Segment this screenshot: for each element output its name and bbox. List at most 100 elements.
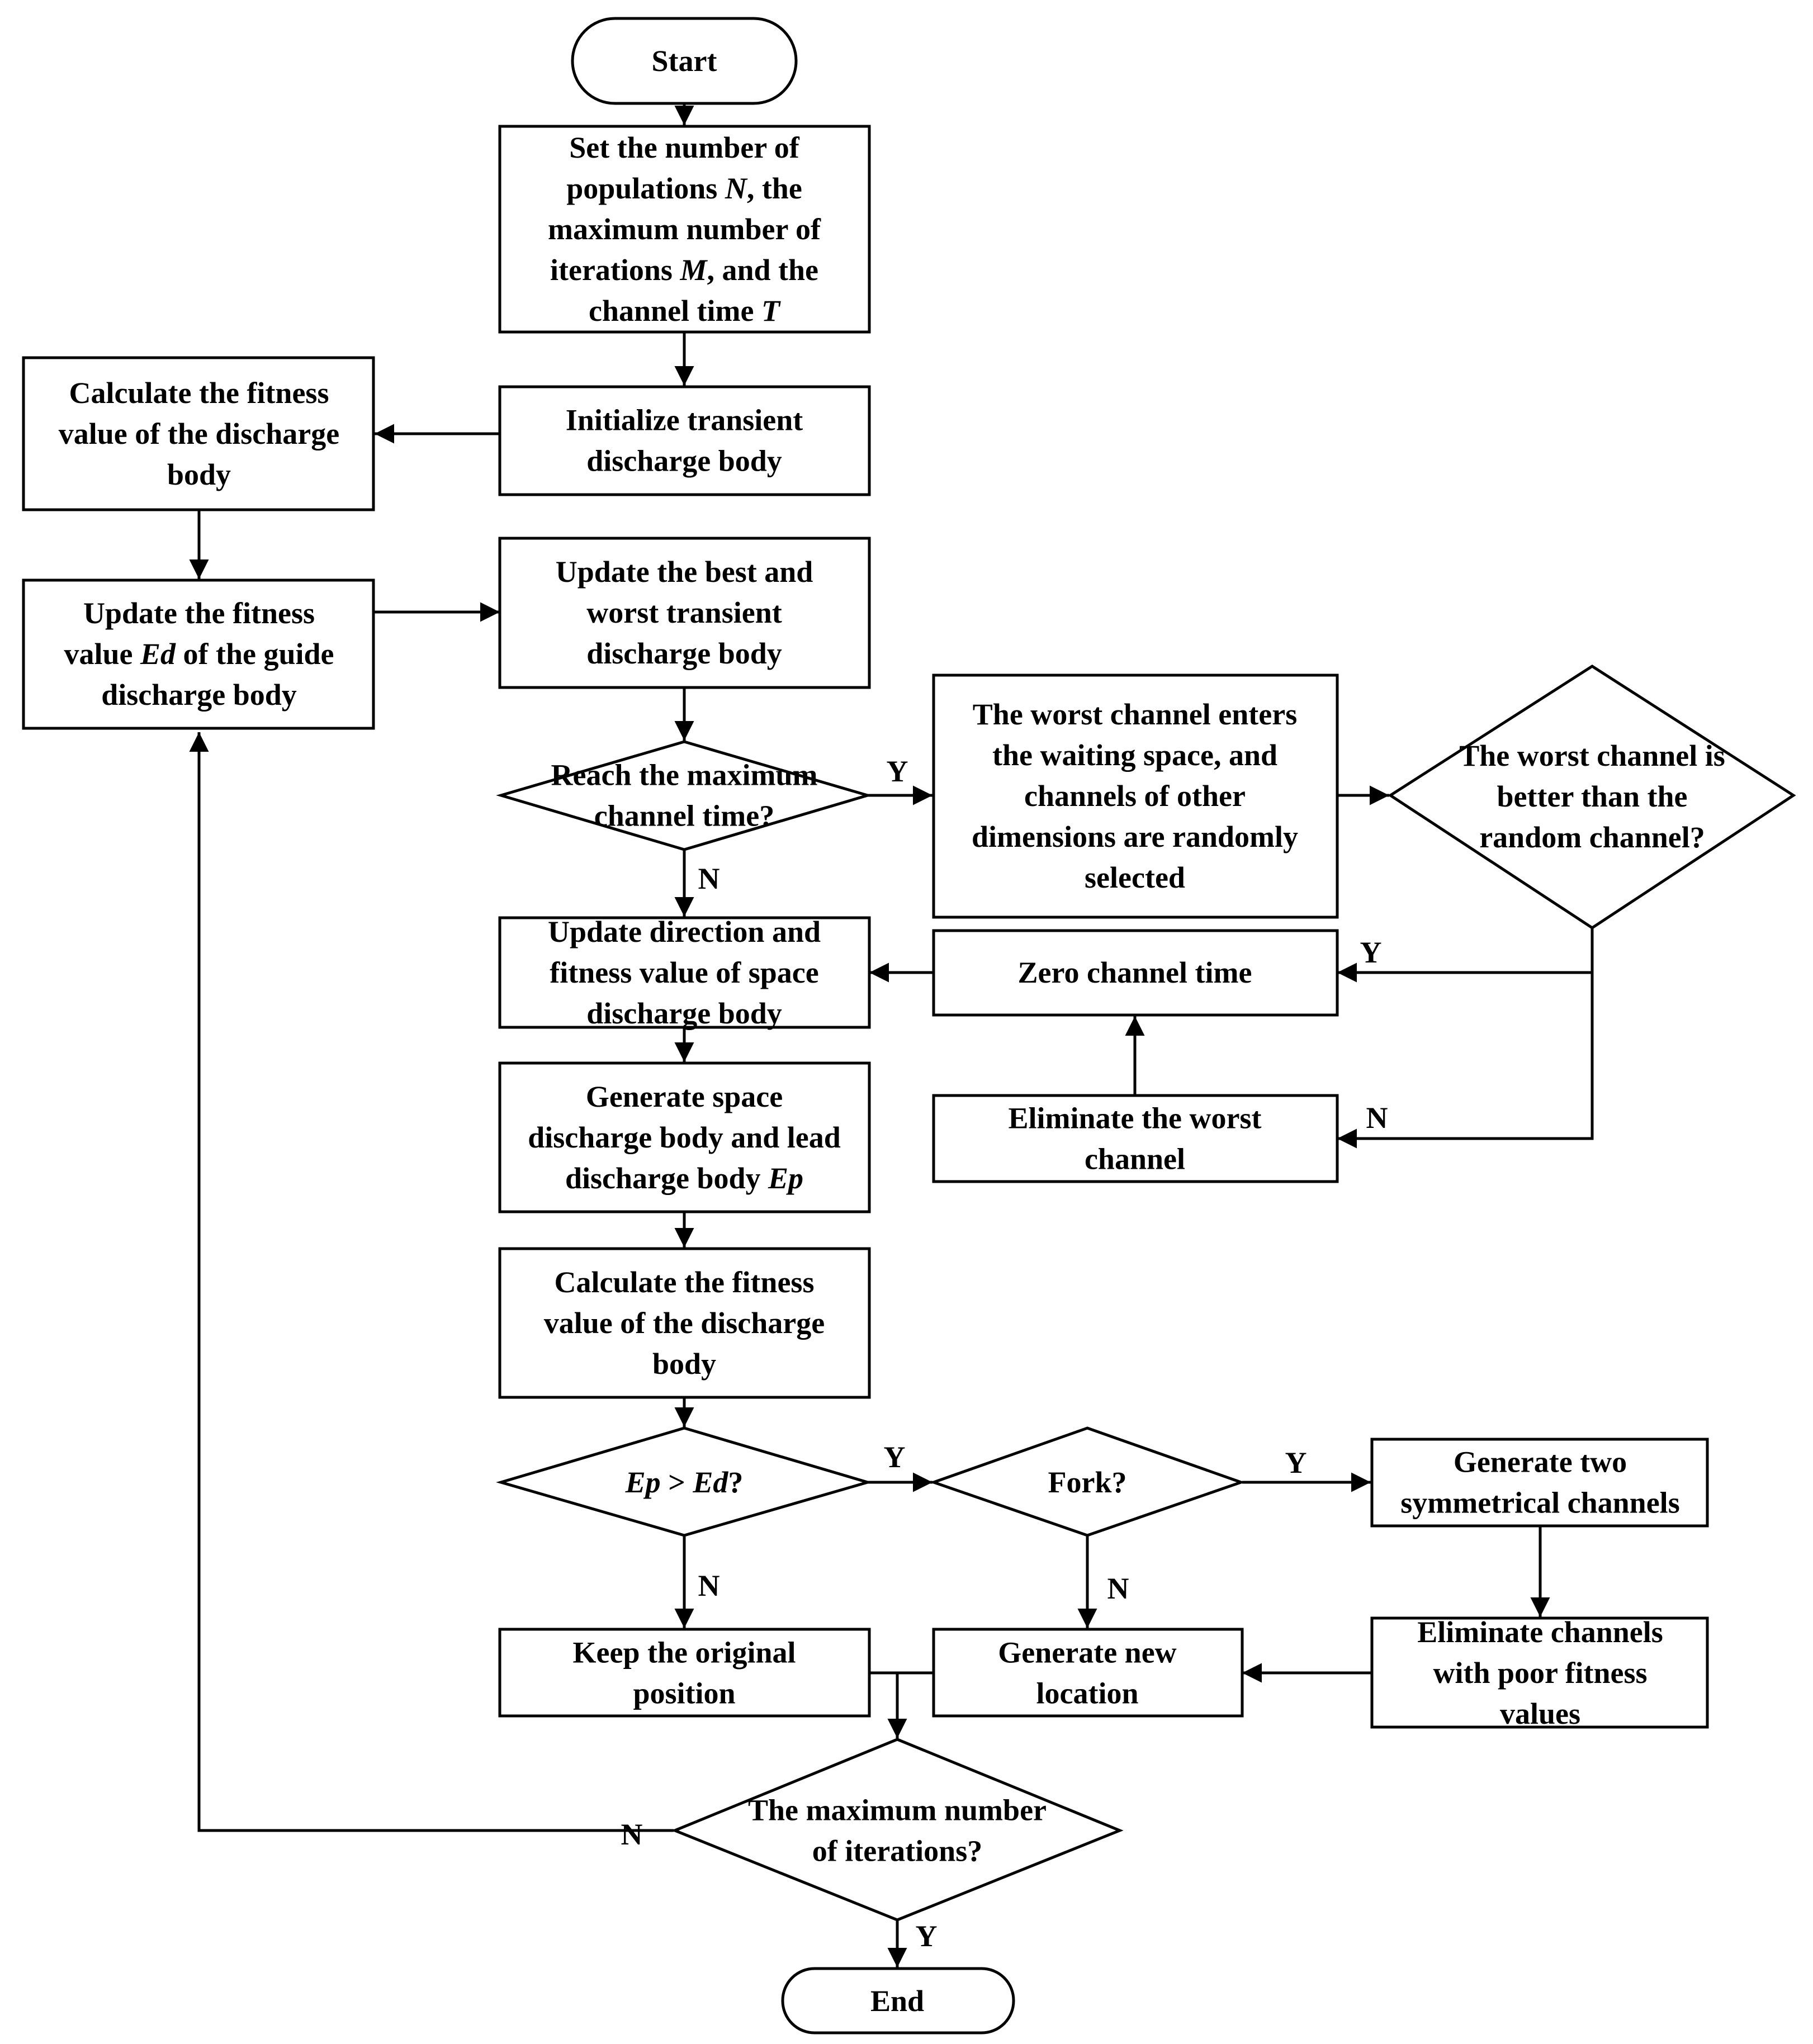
node-text-line: Ep > Ed? (625, 1466, 744, 1499)
iter-no-label: N (621, 1818, 643, 1851)
node-text-line: The maximum number (748, 1794, 1047, 1827)
reach-max-time-decision (496, 740, 873, 851)
node-text-line: value Ed of the guide (64, 637, 334, 671)
update-direction-label: Update direction and fitness value of spa… (548, 915, 821, 1030)
eliminate-poor-box (1370, 1616, 1709, 1729)
node-text-line: iterations M, and the (550, 253, 818, 287)
arrow-worst-better-no-to-eliminate-worst (1337, 973, 1594, 1149)
start-terminal (571, 17, 798, 105)
generate-space-label: Generate space discharge body and lead dis… (528, 1080, 841, 1195)
node-text-line: discharge body Ep (565, 1161, 803, 1195)
ep-no-label: N (698, 1569, 720, 1602)
fork-label: Fork? (1048, 1466, 1127, 1499)
better-no-label: N (1366, 1101, 1388, 1135)
node-labels: Start Set the number of populations N, th… (59, 44, 1725, 2018)
node-text-line: Set the number of (569, 131, 800, 164)
node-text-line: Update the fitness (83, 596, 315, 630)
node-text-line: discharge body (586, 637, 782, 670)
calc-fitness-center-box (498, 1247, 871, 1399)
node-text-line: populations N, the (566, 172, 802, 205)
calc-fitness-center-label: Calculate the fitness value of the discha… (544, 1265, 825, 1381)
node-text-line: Reach the maximum (551, 758, 818, 792)
fork-decision (929, 1426, 1246, 1537)
node-text-line: position (633, 1677, 735, 1710)
generate-location-label: Generate new location (998, 1636, 1176, 1710)
node-text-line: fitness value of space (550, 956, 818, 989)
node-text-line: values (1500, 1697, 1580, 1730)
node-text-line: channels of other (1024, 779, 1246, 813)
node-text-line: Generate two (1454, 1445, 1627, 1479)
node-text-line: Update direction and (548, 915, 821, 949)
reach-yes-label: Y (887, 755, 908, 788)
node-text-line: Keep the original (573, 1636, 796, 1670)
worst-better-decision (1388, 665, 1796, 929)
calc-fitness-left-box (22, 356, 375, 511)
node-text-line: Generate space (586, 1080, 783, 1113)
generate-symmetric-label: Generate two symmetrical channels (1400, 1445, 1679, 1520)
better-yes-label: Y (1360, 936, 1382, 969)
node-text-line: Start (652, 44, 717, 78)
node-text-line: Calculate the fitness (69, 376, 329, 410)
node-text-line: End (870, 1984, 924, 2018)
init-transient-label: Initialize transient discharge body (566, 404, 803, 478)
eliminate-worst-box (932, 1094, 1339, 1183)
eliminate-worst-label: Eliminate the worst channel (1009, 1102, 1262, 1176)
end-terminal (781, 1967, 1015, 2034)
generate-location-box (932, 1628, 1244, 1718)
set-params-box (498, 125, 871, 334)
node-text-line: with poor fitness (1433, 1656, 1647, 1690)
node-text-line: discharge body (586, 444, 782, 478)
node-text-line: The worst channel enters (973, 698, 1297, 731)
node-text-line: better than the (1497, 780, 1688, 813)
node-text-line: discharge body (101, 678, 297, 712)
node-text-line: Generate new (998, 1636, 1176, 1670)
generate-symmetric-box (1370, 1438, 1709, 1528)
iter-yes-label: Y (916, 1919, 938, 1953)
node-text-line: random channel? (1479, 821, 1705, 854)
fork-yes-label: Y (1285, 1446, 1307, 1479)
init-transient-box (498, 385, 871, 496)
keep-position-box (498, 1628, 871, 1718)
set-params-label: Set the number of populations N, the maxim… (548, 131, 821, 328)
node-text-line: channel time T (589, 294, 781, 328)
node-text-line: Eliminate channels (1417, 1615, 1663, 1649)
node-text-line: discharge body and lead (528, 1121, 841, 1154)
node-text-line: body (167, 458, 231, 491)
node-text-line: Fork? (1048, 1466, 1127, 1499)
end-label: End (870, 1984, 924, 2018)
update-direction-box (498, 916, 871, 1029)
eliminate-poor-label: Eliminate channels with poor fitness value… (1417, 1615, 1663, 1730)
node-text-line: maximum number of (548, 212, 821, 246)
node-text-line: location (1036, 1677, 1139, 1710)
node-text-line: The worst channel is (1459, 739, 1725, 772)
fork-no-label: N (1107, 1572, 1129, 1605)
node-text-line: Calculate the fitness (555, 1265, 815, 1299)
reach-no-label: N (698, 862, 720, 895)
node-text-line: Zero channel time (1018, 956, 1252, 989)
node-text-line: body (652, 1347, 716, 1381)
max-iterations-decision (671, 1738, 1124, 1922)
zero-time-label: Zero channel time (1018, 956, 1252, 989)
node-text-line: dimensions are randomly (972, 820, 1298, 853)
branch-labels: Y N Y N Y N Y N N Y (621, 755, 1388, 1953)
node-text-line: Initialize transient (566, 404, 803, 437)
node-text-line: the waiting space, and (992, 738, 1277, 772)
update-best-worst-box (498, 537, 871, 689)
node-text-line: channel (1085, 1142, 1185, 1176)
worst-better-label: The worst channel is better than the rando… (1459, 739, 1725, 854)
node-text-line: symmetrical channels (1400, 1486, 1679, 1520)
connectors (189, 105, 1594, 1967)
node-text-line: value of the discharge (59, 417, 339, 450)
node-text-line: Eliminate the worst (1009, 1102, 1262, 1135)
node-text-line: Update the best and (556, 555, 813, 589)
calc-fitness-left-label: Calculate the fitness value of the discha… (59, 376, 339, 491)
nodes (22, 17, 1796, 2034)
arrow-max-iterations-no-to-update-guide (189, 732, 674, 1832)
node-text-line: discharge body (586, 997, 782, 1030)
start-label: Start (652, 44, 717, 78)
node-text-line: value of the discharge (544, 1306, 825, 1340)
